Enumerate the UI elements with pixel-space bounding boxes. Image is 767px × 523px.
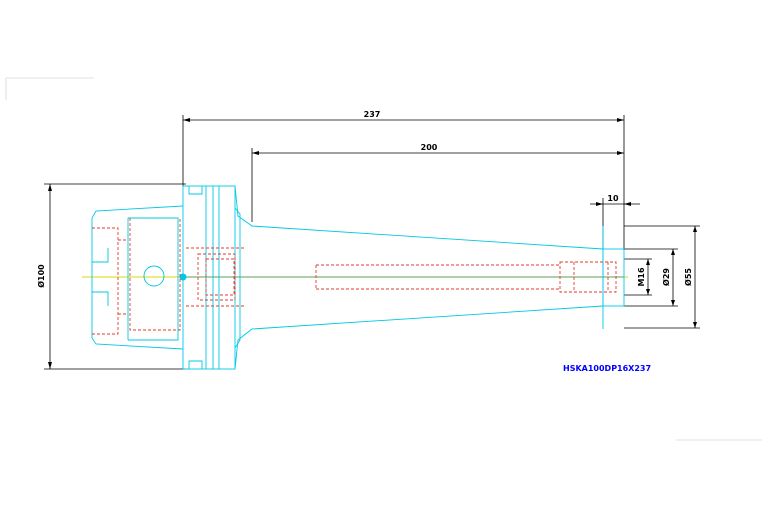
tool-holder-outline [91, 185, 625, 370]
part-number-label: HSKA100DP16X237 [563, 364, 651, 373]
dim-flange-diameter: Ø100 [36, 264, 46, 288]
dimension-lines [44, 115, 700, 370]
sheet-frame [5, 77, 762, 441]
dim-tip-diameter: Ø55 [683, 268, 693, 286]
hidden-lines [92, 218, 617, 335]
dim-overall-length: 237 [364, 110, 381, 119]
dim-taper-length: 200 [421, 143, 438, 152]
dim-thread-size: M16 [637, 267, 646, 287]
dim-bore-diameter: Ø29 [661, 268, 671, 286]
dim-tip-length: 10 [607, 194, 619, 203]
